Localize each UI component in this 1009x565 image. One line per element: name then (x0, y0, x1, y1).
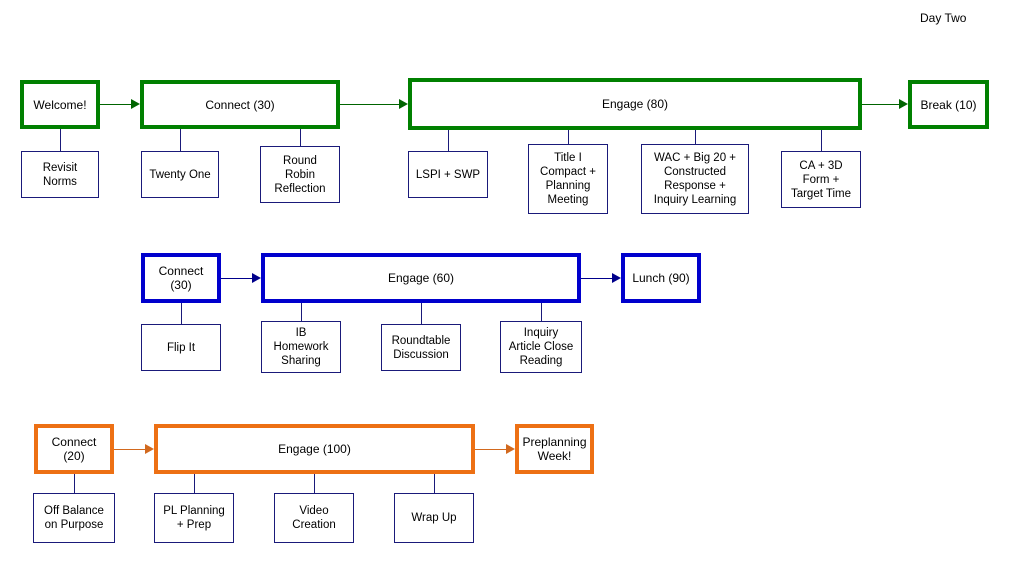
block-lunch-90[interactable]: Lunch (90) (621, 253, 701, 303)
leaf-round-robin-reflection[interactable]: Round Robin Reflection (260, 146, 340, 203)
page-title: Day Two (920, 11, 967, 25)
connector-connect-offbalance (74, 474, 75, 493)
arrowhead-welcome-to-connect (131, 99, 140, 109)
arrow-engage-to-preplanning (475, 449, 507, 450)
block-break-10[interactable]: Break (10) (908, 80, 989, 129)
block-welcome[interactable]: Welcome! (20, 80, 100, 129)
arrow-connect-to-engage (340, 104, 400, 105)
arrowhead-engage-to-preplanning (506, 444, 515, 454)
leaf-ca-3d-form[interactable]: CA + 3D Form + Target Time (781, 151, 861, 208)
connector-connect-roundrobin (300, 129, 301, 146)
leaf-ib-homework-sharing[interactable]: IB Homework Sharing (261, 321, 341, 373)
connector-engage-lspi (448, 130, 449, 151)
leaf-revisit-norms[interactable]: Revisit Norms (21, 151, 99, 198)
connector-engage-ca3d (821, 130, 822, 151)
connector-connect-flipit (181, 303, 182, 324)
connector-welcome-revisit (60, 129, 61, 151)
connector-engage-wrapup (434, 474, 435, 493)
block-engage-100[interactable]: Engage (100) (154, 424, 475, 474)
leaf-video-creation[interactable]: Video Creation (274, 493, 354, 543)
leaf-title-i-compact[interactable]: Title I Compact + Planning Meeting (528, 144, 608, 214)
arrowhead-connect-to-engage (399, 99, 408, 109)
connector-engage-inquiry (541, 303, 542, 321)
connector-engage-titlei (568, 130, 569, 144)
connector-connect-twentyone (180, 129, 181, 151)
block-connect-30-midday[interactable]: Connect (30) (141, 253, 221, 303)
connector-engage-wac (695, 130, 696, 144)
leaf-flip-it[interactable]: Flip It (141, 324, 221, 371)
arrow-engage-to-break (862, 104, 900, 105)
connector-engage-plplanning (194, 474, 195, 493)
connector-engage-video (314, 474, 315, 493)
arrowhead-engage-to-lunch (612, 273, 621, 283)
leaf-wrap-up[interactable]: Wrap Up (394, 493, 474, 543)
arrow-welcome-to-connect (100, 104, 132, 105)
block-connect-30-morning[interactable]: Connect (30) (140, 80, 340, 129)
leaf-inquiry-article-close-reading[interactable]: Inquiry Article Close Reading (500, 321, 582, 373)
leaf-off-balance-on-purpose[interactable]: Off Balance on Purpose (33, 493, 115, 543)
block-engage-80[interactable]: Engage (80) (408, 78, 862, 130)
leaf-pl-planning-prep[interactable]: PL Planning + Prep (154, 493, 234, 543)
arrow-engage-to-lunch (581, 278, 613, 279)
block-preplanning-week[interactable]: Preplanning Week! (515, 424, 594, 474)
leaf-lspi-swp[interactable]: LSPI + SWP (408, 151, 488, 198)
block-engage-60[interactable]: Engage (60) (261, 253, 581, 303)
connector-engage-ib (301, 303, 302, 321)
arrowhead-connect-to-engage-100 (145, 444, 154, 454)
leaf-roundtable-discussion[interactable]: Roundtable Discussion (381, 324, 461, 371)
leaf-twenty-one[interactable]: Twenty One (141, 151, 219, 198)
leaf-wac-big20[interactable]: WAC + Big 20 + Constructed Response + In… (641, 144, 749, 214)
block-connect-20-afternoon[interactable]: Connect (20) (34, 424, 114, 474)
arrowhead-engage-to-break (899, 99, 908, 109)
arrow-connect-to-engage-60 (221, 278, 253, 279)
arrow-connect-to-engage-100 (114, 449, 146, 450)
arrowhead-connect-to-engage-60 (252, 273, 261, 283)
connector-engage-roundtable (421, 303, 422, 324)
